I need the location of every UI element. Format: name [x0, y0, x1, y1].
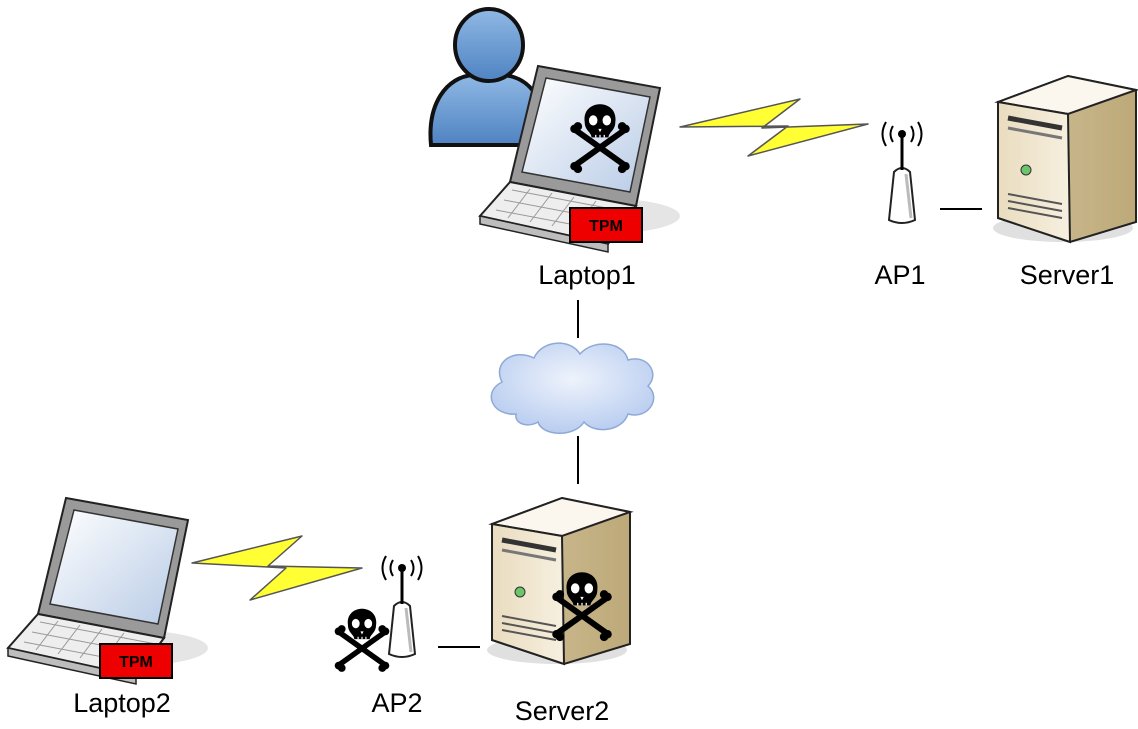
label-server1: Server1 — [1019, 260, 1115, 290]
laptop2-icon: TPM — [7, 497, 209, 685]
ap1-icon — [881, 120, 923, 225]
cloud-icon — [490, 342, 655, 434]
svg-text:TPM: TPM — [589, 218, 623, 235]
server-tower-icon — [993, 76, 1136, 242]
label-ap2: AP2 — [371, 688, 423, 718]
label-server2: Server2 — [514, 696, 610, 726]
svg-text:TPM: TPM — [119, 654, 153, 671]
user-icon — [428, 7, 548, 147]
server1-icon — [993, 76, 1136, 242]
wireless-ap-icon — [881, 120, 923, 225]
server2-icon — [487, 498, 630, 664]
label-laptop1: Laptop1 — [538, 260, 636, 290]
tpm-badge-laptop1: TPM — [569, 207, 643, 243]
lightning-link-icon — [679, 98, 869, 157]
lightning-link-icon — [191, 535, 363, 601]
ap2-icon — [381, 554, 423, 659]
label-ap1: AP1 — [874, 260, 926, 290]
laptop1-icon: TPM — [479, 65, 681, 253]
tpm-badge-laptop2: TPM — [99, 643, 173, 679]
skull-crossbones-icon — [335, 609, 390, 672]
label-laptop2: Laptop2 — [73, 688, 171, 718]
wireless-ap-icon — [381, 554, 423, 659]
